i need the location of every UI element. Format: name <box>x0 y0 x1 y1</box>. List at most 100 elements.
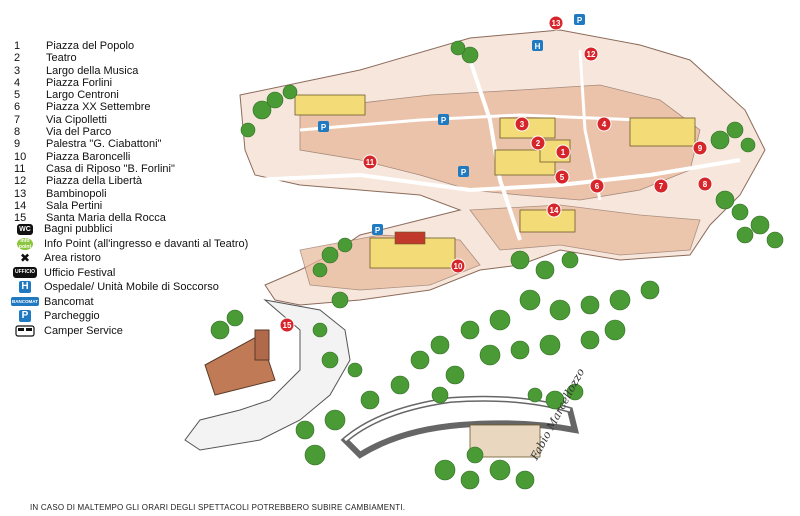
legend-place-name: Casa di Riposo "B. Forlini" <box>46 162 175 175</box>
place-marker-3[interactable]: 3 <box>514 116 530 132</box>
legend-symbol-icon: H <box>14 281 36 294</box>
wc-icon: WC <box>17 223 33 235</box>
place-marker-12[interactable]: 12 <box>583 46 599 62</box>
svg-text:P: P <box>375 226 381 235</box>
place-marker-label: 3 <box>520 120 525 129</box>
place-marker-9[interactable]: 9 <box>692 140 708 156</box>
legend-place-number: 1 <box>14 40 21 52</box>
legend-place-name: Piazza della Libertà <box>46 175 143 188</box>
place-marker-2[interactable]: 2 <box>530 135 546 151</box>
legend-symbol-icon: ✖ <box>14 252 36 264</box>
legend-symbol-item: Camper Service <box>14 324 314 339</box>
legend-place-name: Santa Maria della Rocca <box>46 212 166 225</box>
place-marker-label: 7 <box>659 182 664 191</box>
place-marker-4[interactable]: 4 <box>596 116 612 132</box>
place-marker-label: 13 <box>552 19 561 28</box>
legend-place-item: 7 Via Cipolletti <box>14 114 284 126</box>
place-marker-label: 10 <box>454 262 463 271</box>
legend-symbol-item: P Parcheggio <box>14 309 314 324</box>
legend-place-name: Piazza del Popolo <box>46 40 135 52</box>
legend-symbol-icon: WC <box>14 223 36 235</box>
legend-place-name: Piazza Forlini <box>46 76 113 89</box>
civic-buildings <box>294 94 696 269</box>
legend-place-name: Largo della Musica <box>46 64 139 77</box>
legend-place-number: 3 <box>14 64 21 77</box>
legend-place-name: Piazza Baroncelli <box>46 150 131 163</box>
place-marker-1[interactable]: 1 <box>555 144 571 160</box>
legend-place-number: 15 <box>14 212 27 225</box>
legend-symbol-item: ✖ Area ristoro <box>14 251 314 266</box>
legend-symbol-label: Camper Service <box>44 324 123 337</box>
legend-place-number: 4 <box>14 76 21 89</box>
legend-place-item: 13 Bambinopoli <box>14 188 284 200</box>
legend-place-number: 9 <box>14 138 21 151</box>
atm-icon: BANCOMAT <box>11 297 39 307</box>
legend-place-name: Bambinopoli <box>46 187 107 200</box>
legend-place-name: Palestra "G. Ciabattoni" <box>46 138 162 151</box>
place-marker-10[interactable]: 10 <box>450 258 466 274</box>
legend-place-number: 10 <box>14 150 27 163</box>
place-marker-14[interactable]: 14 <box>546 202 562 218</box>
footer-note: IN CASO DI MALTEMPO GLI ORARI DEGLI SPET… <box>30 503 406 512</box>
place-marker-label: 6 <box>595 182 600 191</box>
legend-symbol-icon: UFFICIO <box>13 267 37 279</box>
legend-place-name: Piazza XX Settembre <box>46 101 151 114</box>
place-marker-15[interactable]: 15 <box>279 317 295 333</box>
place-marker-6[interactable]: 6 <box>589 178 605 194</box>
legend-place-number: 7 <box>14 113 21 126</box>
parking-icon: P <box>19 310 31 323</box>
place-marker-label: 5 <box>560 173 565 182</box>
fork-knife-icon: ✖ <box>19 251 31 266</box>
place-marker-label: 12 <box>587 50 596 59</box>
place-marker-label: 1 <box>561 148 566 157</box>
hospital-icon: H <box>19 281 31 294</box>
trees <box>210 40 784 490</box>
svg-text:P: P <box>321 123 327 132</box>
place-marker-11[interactable]: 11 <box>362 154 378 170</box>
place-marker-7[interactable]: 7 <box>653 178 669 194</box>
ufficio-icon: UFFICIO <box>13 267 37 279</box>
legend-place-item: 9 Palestra "G. Ciabattoni" <box>14 138 284 150</box>
legend-place-item: 10 Piazza Baroncelli <box>14 151 284 163</box>
svg-text:H: H <box>535 42 541 51</box>
legend-place-number: 13 <box>14 187 27 200</box>
legend-place-name: Via Cipolletti <box>46 113 107 126</box>
svg-text:P: P <box>441 116 447 125</box>
legend-symbol-label: Info Point (all'ingresso e davanti al Te… <box>44 237 249 250</box>
legend-symbol-label: Bancomat <box>44 295 94 308</box>
svg-text:P: P <box>461 168 467 177</box>
legend-place-name: Largo Centroni <box>46 89 119 102</box>
legend-symbol-label: Area ristoro <box>44 252 101 265</box>
place-marker-5[interactable]: 5 <box>554 169 570 185</box>
place-marker-label: 15 <box>283 321 292 330</box>
place-marker-label: 8 <box>703 180 708 189</box>
place-marker-label: 9 <box>698 144 703 153</box>
place-marker-label: 4 <box>602 120 607 129</box>
place-marker-8[interactable]: 8 <box>697 176 713 192</box>
legend-symbol-icon: P <box>14 310 36 323</box>
legend-place-name: Via del Parco <box>46 126 112 139</box>
legend-symbol-label: Parcheggio <box>44 310 100 323</box>
place-marker-label: 14 <box>550 206 559 215</box>
legend-place-number: 14 <box>14 199 27 212</box>
legend-symbol-icon <box>14 325 36 337</box>
place-marker-13[interactable]: 13 <box>548 15 564 31</box>
legend-place-item: 4 Piazza Forlini <box>14 77 284 89</box>
svg-text:P: P <box>577 16 583 25</box>
